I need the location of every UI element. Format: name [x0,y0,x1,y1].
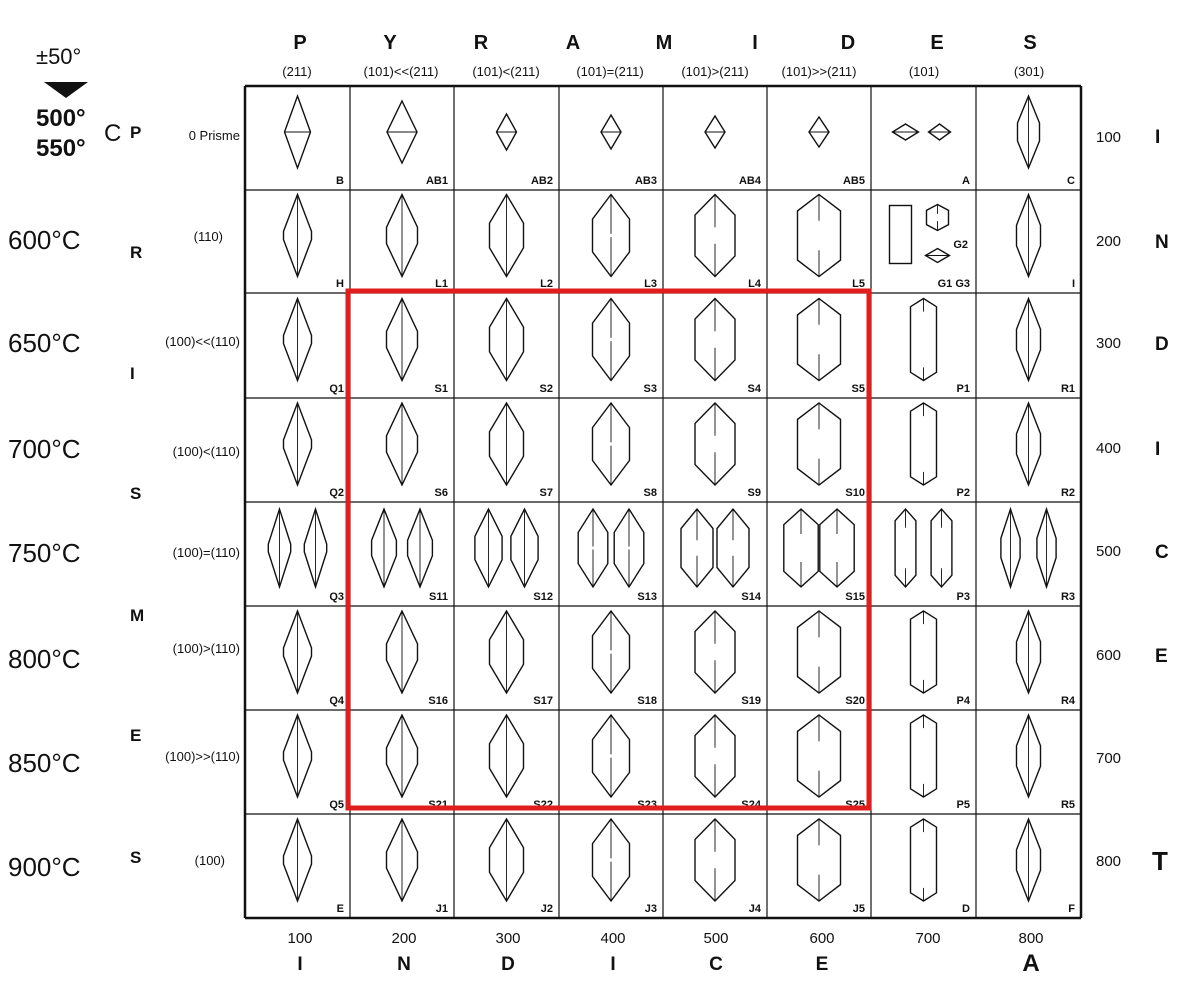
cell-code-s15: S15 [845,591,865,603]
cell-code-s5: S5 [852,383,865,395]
cell-code-l3: L3 [644,278,657,290]
cell-code-r3: R3 [1061,591,1075,603]
cell-code-f: F [1068,903,1075,915]
cell-code-h: H [336,278,344,290]
cell-code-s16: S16 [428,695,448,707]
cell-code-s10: S10 [845,487,865,499]
cell-code-s18: S18 [637,695,657,707]
cell-code-r1: R1 [1061,383,1075,395]
cell-code-r4: R4 [1061,695,1076,707]
cell-code-j5: J5 [853,903,865,915]
cell-code-p2: P2 [957,487,970,499]
cell-code-l4: L4 [748,278,762,290]
cell-code-p1: P1 [957,383,970,395]
cell-code-s3: S3 [644,383,657,395]
cell-code-s8: S8 [644,487,657,499]
cell-code-r5: R5 [1061,799,1075,811]
cell-code-q2: Q2 [329,487,344,499]
cell-code-q1: Q1 [329,383,344,395]
cell-code-c: C [1067,175,1075,187]
cell-code-j2: J2 [541,903,553,915]
cell-code-s9: S9 [748,487,761,499]
cell-code-s14: S14 [741,591,761,603]
crystal-g1 [890,206,912,264]
cell-code-i: I [1072,278,1075,290]
cell-code-ab1: AB1 [426,175,448,187]
cell-code-r2: R2 [1061,487,1075,499]
cell-code-l5: L5 [852,278,865,290]
cell-code-j3: J3 [645,903,657,915]
cell-code-ab3: AB3 [635,175,657,187]
cell-code-j1: J1 [436,903,448,915]
cell-code-ab2: AB2 [531,175,553,187]
cell-code-p3: P3 [957,591,970,603]
cell-code-s12: S12 [533,591,553,603]
cell-code-l2: L2 [540,278,553,290]
cell-code-l1: L1 [435,278,448,290]
cell-code-s7: S7 [540,487,553,499]
cell-code-s11: S11 [429,591,448,603]
cell-code-s13: S13 [637,591,657,603]
cell-code-q3: Q3 [329,591,344,603]
cell-code-p5: P5 [957,799,970,811]
cell-code-ab4: AB4 [739,175,762,187]
cell-code-s2: S2 [540,383,553,395]
cell-code-d: D [962,903,970,915]
cell-code-s19: S19 [741,695,761,707]
cell-code-e: E [337,903,344,915]
cell-code-ab5: AB5 [843,175,865,187]
cell-code-q4: Q4 [329,695,345,707]
cell-code-g2: G2 [953,239,968,251]
cell-code-s20: S20 [845,695,865,707]
cell-code-a: A [962,175,970,187]
cell-code-s17: S17 [533,695,553,707]
cell-code-p4: P4 [957,695,971,707]
cell-code-s6: S6 [435,487,448,499]
cell-code-s1: S1 [435,383,448,395]
cell-code-g1-g3: G1 G3 [938,278,970,290]
cell-code-j4: J4 [749,903,762,915]
cell-code-s4: S4 [748,383,762,395]
cell-code-q5: Q5 [329,799,344,811]
cell-code-b: B [336,175,344,187]
